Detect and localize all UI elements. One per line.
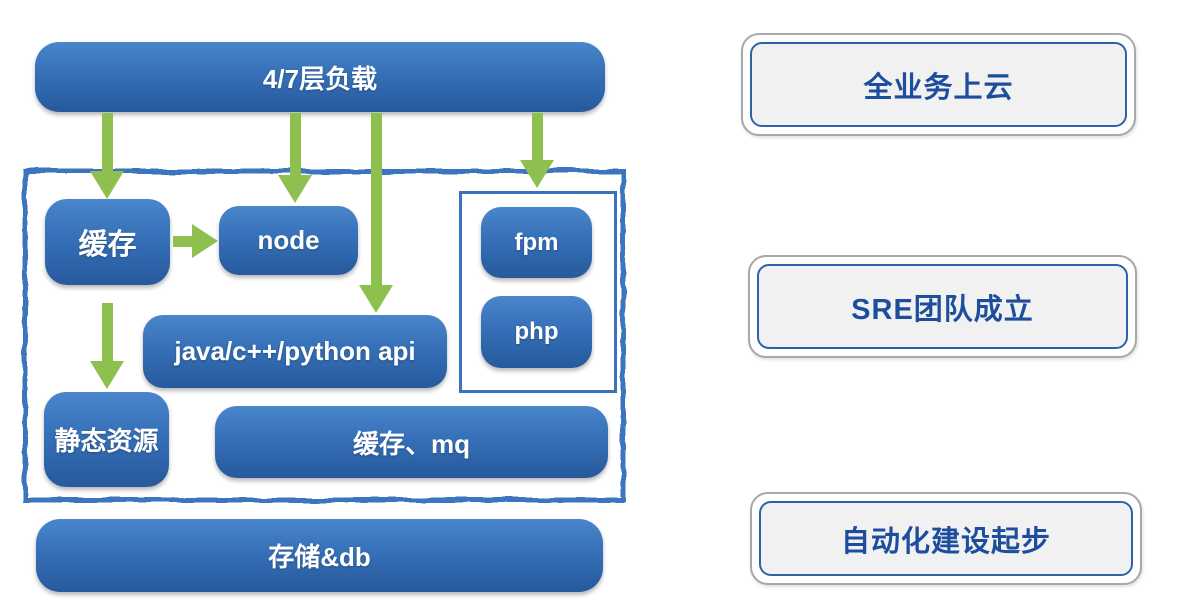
milestone-sre-team-inner: SRE团队成立 bbox=[757, 264, 1128, 349]
arrow-stem bbox=[531, 113, 543, 160]
node-cache-mq-label: 缓存、mq bbox=[352, 428, 470, 459]
node-static-resources-label: 静态资源 bbox=[54, 426, 159, 456]
arrow-stem bbox=[289, 113, 301, 175]
arrow-down-icon-load-to-node bbox=[278, 113, 312, 203]
node-load-balancer-label: 4/7层负载 bbox=[262, 63, 378, 94]
arrow-stem bbox=[173, 235, 192, 247]
fpm-php-group-frame bbox=[459, 191, 617, 393]
milestone-sre-team: SRE团队成立 bbox=[748, 255, 1137, 358]
milestone-cloud-migration: 全业务上云 bbox=[741, 33, 1136, 136]
node-php: php bbox=[481, 296, 592, 368]
arrow-head bbox=[278, 175, 312, 203]
arrow-head bbox=[359, 285, 393, 313]
node-api-label: java/c++/python api bbox=[174, 336, 416, 366]
node-cache-label: 缓存 bbox=[78, 229, 137, 261]
arrow-down-icon-load-to-api bbox=[359, 113, 393, 313]
arrow-head bbox=[192, 224, 218, 258]
arrow-head bbox=[90, 171, 124, 199]
milestone-automation-start-label: 自动化建设起步 bbox=[840, 525, 1051, 558]
node-fpm-label: fpm bbox=[514, 228, 559, 256]
arrow-down-icon-cache-to-static bbox=[90, 303, 124, 389]
arrow-stem bbox=[101, 113, 113, 171]
arrow-down-icon-load-to-fpm-group bbox=[520, 113, 554, 188]
node-fpm: fpm bbox=[481, 207, 592, 278]
app-container-frame bbox=[22, 168, 626, 503]
arrow-stem bbox=[101, 303, 113, 361]
arrow-head bbox=[520, 160, 554, 188]
arrow-down-icon-load-to-cache bbox=[90, 113, 124, 199]
node-storage-db-label: 存储&db bbox=[268, 542, 371, 572]
node-cache-mq: 缓存、mq bbox=[215, 406, 608, 478]
node-api: java/c++/python api bbox=[143, 315, 447, 388]
milestone-automation-start: 自动化建设起步 bbox=[750, 492, 1142, 585]
node-php-label: php bbox=[514, 318, 559, 345]
node-storage-db: 存储&db bbox=[36, 519, 603, 592]
milestone-cloud-migration-label: 全业务上云 bbox=[863, 71, 1014, 104]
node-load-balancer: 4/7层负载 bbox=[35, 42, 605, 112]
milestone-cloud-migration-inner: 全业务上云 bbox=[750, 42, 1127, 127]
node-nodejs-label: node bbox=[257, 225, 320, 255]
node-static-resources: 静态资源 bbox=[44, 392, 169, 487]
node-cache: 缓存 bbox=[45, 199, 170, 285]
arrow-stem bbox=[370, 113, 382, 285]
arrow-right-icon-cache-to-node bbox=[173, 224, 218, 258]
milestone-automation-start-inner: 自动化建设起步 bbox=[759, 501, 1133, 576]
arrow-head bbox=[90, 361, 124, 389]
milestone-sre-team-label: SRE团队成立 bbox=[851, 293, 1034, 326]
node-nodejs: node bbox=[219, 206, 358, 275]
